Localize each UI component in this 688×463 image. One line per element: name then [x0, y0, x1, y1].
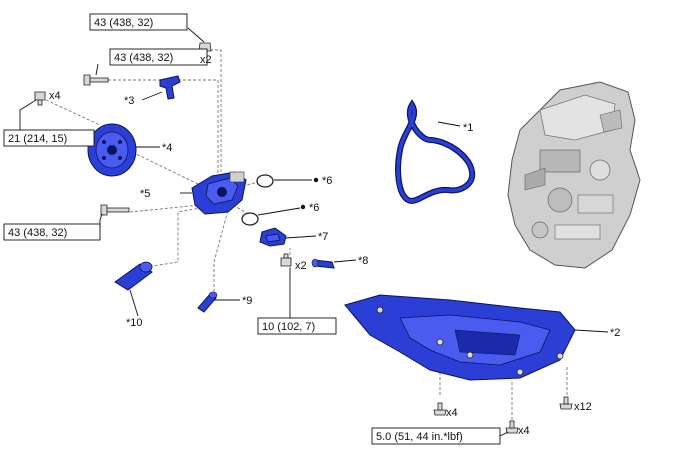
bolt-icon — [100, 204, 130, 216]
callout-label: *9 — [242, 295, 252, 307]
torque-spec: 5.0 (51, 44 in.*lbf) — [376, 431, 463, 443]
bullet-dot — [313, 177, 319, 183]
quantity-label: x12 — [574, 401, 592, 413]
callout-label: *3 — [124, 95, 134, 107]
hose-part-9 — [197, 291, 218, 313]
callout-label: *7 — [318, 231, 328, 243]
small-fitting-part — [159, 75, 181, 100]
bolt-icon — [559, 396, 573, 410]
engine-under-cover — [344, 294, 576, 381]
callout-label: *1 — [463, 122, 473, 134]
part-callouts: *1 *2 *3 *4 *5 *6 *6 *7 *8 *9 *10 — [124, 95, 620, 339]
water-pump-assembly — [191, 171, 247, 215]
bracket-part — [259, 227, 287, 247]
bolt-icon — [83, 74, 109, 86]
torque-spec: 10 (102, 7) — [262, 321, 315, 333]
callout-label: *6 — [322, 175, 332, 187]
torque-spec-boxes: 43 (438, 32) 43 (438, 32) 21 (214, 15) 4… — [3, 13, 501, 445]
bullet-dot — [300, 204, 306, 210]
callout-label: *8 — [358, 255, 368, 267]
torque-spec: 21 (214, 15) — [8, 133, 67, 145]
bolt-icon — [505, 420, 519, 434]
water-pump-pulley — [87, 123, 137, 177]
torque-spec: 43 (438, 32) — [114, 52, 173, 64]
quantity-label: x4 — [518, 425, 530, 437]
quantity-labels: x2 x4 x2 x4 x4 x12 — [49, 54, 592, 437]
callout-label: *4 — [162, 142, 172, 154]
callout-label: *2 — [610, 327, 620, 339]
callout-label: *10 — [126, 317, 143, 329]
bolt-icon — [280, 253, 292, 267]
engine-block-illustration — [507, 81, 641, 269]
hose-part-8 — [311, 258, 335, 269]
torque-spec: 43 (438, 32) — [94, 17, 153, 29]
bolt-icon — [34, 91, 46, 106]
quantity-label: x2 — [295, 260, 307, 272]
callout-label: *6 — [309, 202, 319, 214]
callout-label: *5 — [140, 188, 150, 200]
water-inlet-pipe — [114, 261, 153, 291]
torque-spec: 43 (438, 32) — [8, 227, 67, 239]
quantity-label: x4 — [446, 407, 458, 419]
o-rings — [241, 174, 274, 226]
quantity-label: x4 — [49, 90, 61, 102]
bolt-icon — [433, 402, 447, 416]
v-ribbed-belt — [395, 99, 476, 204]
quantity-label: x2 — [200, 54, 212, 66]
